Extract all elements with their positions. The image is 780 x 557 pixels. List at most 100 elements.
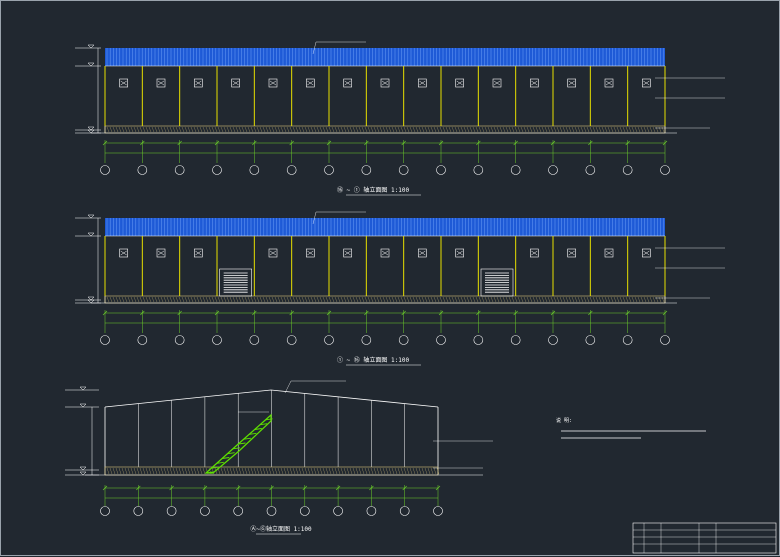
plinth-hatch <box>379 467 383 475</box>
plinth-hatch <box>397 126 401 133</box>
plinth-hatch <box>118 126 122 133</box>
stair-tread <box>227 452 235 455</box>
plinth-hatch <box>313 467 317 475</box>
plinth-hatch <box>316 296 320 303</box>
plinth-hatch <box>166 126 170 133</box>
plinth-hatch <box>649 126 653 133</box>
plinth-hatch <box>235 296 239 303</box>
level-triangle <box>87 214 95 219</box>
plinth-hatch <box>328 296 332 303</box>
plinth-hatch <box>433 296 437 303</box>
plinth-hatch <box>268 126 272 133</box>
plinth-hatch <box>286 467 290 475</box>
plinth-hatch <box>367 296 371 303</box>
leader-line <box>284 380 292 394</box>
plinth-hatch <box>160 126 164 133</box>
dimension-slash <box>625 310 630 316</box>
plinth-hatch <box>115 467 119 475</box>
plinth-hatch <box>184 467 188 475</box>
plinth-hatch <box>208 126 212 133</box>
plinth-hatch <box>454 126 458 133</box>
window <box>119 78 128 88</box>
plinth-hatch <box>547 126 551 133</box>
axis-bubble <box>660 165 670 175</box>
plinth-hatch <box>661 296 665 303</box>
plinth-hatch <box>193 467 197 475</box>
plinth-hatch <box>343 467 347 475</box>
plinth-hatch <box>352 126 356 133</box>
plinth-hatch <box>259 296 263 303</box>
dimension-slash <box>326 310 332 316</box>
dimension-slash <box>513 310 518 316</box>
plinth-hatch <box>247 126 251 133</box>
plinth-hatch <box>502 126 506 133</box>
plinth-hatch <box>496 126 500 133</box>
plinth-hatch <box>109 467 113 475</box>
plinth-hatch <box>229 126 233 133</box>
window-mark <box>232 80 239 86</box>
plinth-hatch <box>292 296 296 303</box>
plinth-hatch <box>523 296 527 303</box>
window <box>306 248 315 258</box>
plinth-hatch <box>394 126 398 133</box>
external-stair <box>204 413 272 474</box>
window-mark <box>120 250 127 256</box>
plinth-hatch <box>640 126 644 133</box>
plinth-hatch <box>658 296 662 303</box>
plinth-hatch <box>520 126 524 133</box>
plinth-hatch <box>460 296 464 303</box>
plinth-hatch <box>208 296 212 303</box>
plinth-hatch <box>370 467 374 475</box>
plinth-hatch <box>151 126 155 133</box>
plinth-hatch <box>385 467 389 475</box>
axis-bubble <box>100 335 110 345</box>
plinth-hatch <box>304 296 308 303</box>
plinth-hatch <box>358 296 362 303</box>
plinth-hatch <box>142 126 146 133</box>
plinth-hatch <box>211 126 215 133</box>
plinth-hatch <box>109 296 113 303</box>
plinth-hatch <box>301 296 305 303</box>
plinth-hatch <box>130 126 134 133</box>
axis-bubble <box>266 506 277 516</box>
plinth-hatch <box>391 296 395 303</box>
level-triangle <box>79 466 87 471</box>
plinth-hatch <box>370 296 374 303</box>
axis-bubble <box>286 165 297 175</box>
plinth-hatch <box>424 126 428 133</box>
notes-block <box>561 430 706 439</box>
plinth-hatch <box>571 296 575 303</box>
plinth-hatch <box>622 296 626 303</box>
plinth-hatch <box>271 467 275 475</box>
plinth-hatch <box>238 296 242 303</box>
plinth-hatch <box>583 126 587 133</box>
plinth-hatch <box>340 126 344 133</box>
plinth-hatch <box>310 296 314 303</box>
plinth-hatch <box>559 126 563 133</box>
plinth-hatch <box>130 296 134 303</box>
dimension-slash <box>401 140 406 146</box>
plinth-hatch <box>418 296 422 303</box>
plinth-hatch <box>535 296 539 303</box>
plinth-hatch <box>241 296 245 303</box>
axis-bubble <box>436 335 446 345</box>
plinth-hatch <box>274 296 278 303</box>
stair-tread <box>216 461 224 464</box>
plinth-hatch <box>346 126 350 133</box>
title-block-frame <box>632 522 777 554</box>
plinth-hatch <box>592 126 596 133</box>
plinth-hatch <box>262 467 266 475</box>
plinth-hatch <box>340 467 344 475</box>
plinth-hatch <box>367 467 371 475</box>
axis-bubble <box>133 506 144 516</box>
level-triangle <box>87 232 95 237</box>
plinth-hatch <box>133 126 137 133</box>
plinth-hatch <box>241 467 245 475</box>
plinth-hatch <box>217 126 221 133</box>
plinth-hatch <box>622 126 626 133</box>
plinth-hatch <box>262 126 266 133</box>
axis-bubble <box>399 506 410 516</box>
plinth-hatch <box>232 126 236 133</box>
plinth-hatch <box>652 296 656 303</box>
window <box>231 78 240 88</box>
